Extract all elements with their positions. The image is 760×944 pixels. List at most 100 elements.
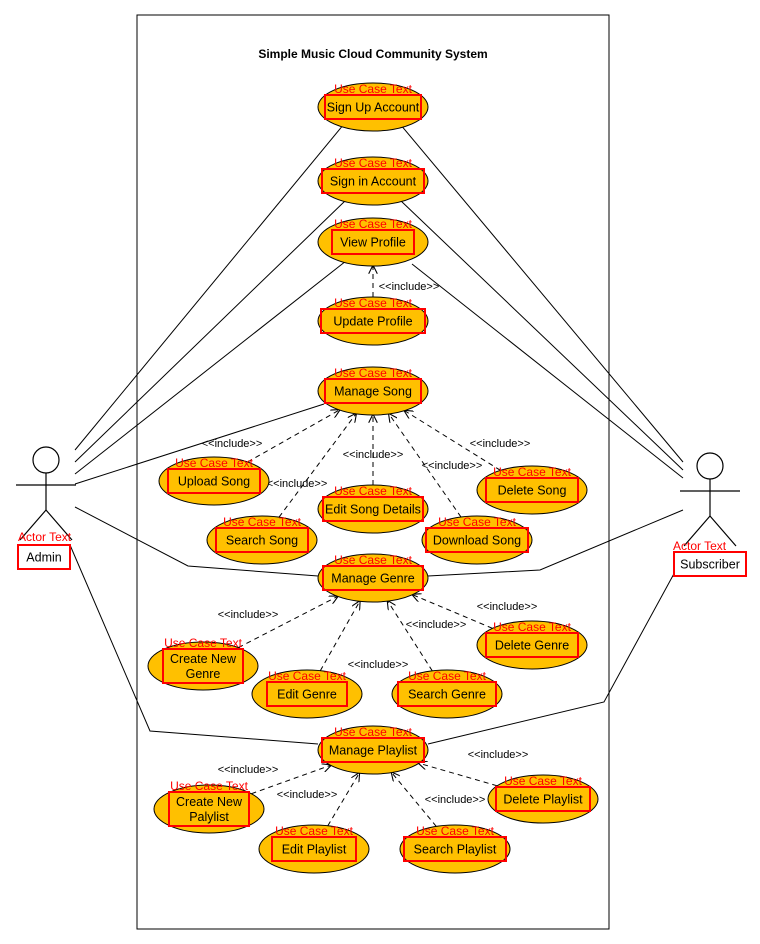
use-case-label: Sign Up Account — [327, 101, 420, 115]
include-label-uploadsong: <<include>> — [202, 438, 263, 450]
use-case-highlight-box — [168, 791, 250, 827]
actor-name-box — [673, 551, 747, 577]
use-case-tag: Use Case Text — [408, 669, 486, 683]
use-case-tag: Use Case Text — [170, 779, 248, 793]
include-label-deletesong: <<include>> — [470, 438, 531, 450]
include-arrow-creategenre — [238, 596, 337, 649]
actor-name: Admin — [26, 551, 61, 565]
include-label-searchplaylist: <<include>> — [425, 794, 486, 806]
include-label-searchsong: <<include>> — [267, 478, 328, 490]
use-case-highlight-box — [162, 648, 244, 684]
use-case-highlight-box — [331, 229, 415, 255]
use-case-label: Upload Song — [178, 475, 250, 489]
use-case-tag: Use Case Text — [268, 669, 346, 683]
use-case-tag: Use Case Text — [334, 484, 412, 498]
association-line-subscriber-managegenre — [427, 509, 684, 577]
association-line-subscriber-signin — [399, 199, 684, 471]
use-case-label: Manage Playlist — [329, 744, 418, 758]
association-line-admin-viewprofile — [74, 260, 347, 475]
association-line-subscriber-signup — [399, 123, 684, 463]
actor-head — [32, 446, 60, 474]
use-case-highlight-box — [167, 468, 261, 494]
use-case-highlight-box — [485, 632, 579, 658]
include-arrow-searchsong — [278, 414, 356, 518]
include-label-creategenre: <<include>> — [218, 609, 279, 621]
use-case-tag: Use Case Text — [334, 82, 412, 96]
include-label-downloadsong: <<include>> — [422, 460, 483, 472]
include-arrow-searchplaylist — [392, 773, 437, 827]
use-case-label: Search Playlist — [414, 843, 497, 857]
use-case-label: Genre — [186, 667, 221, 681]
association-line-admin-signin — [74, 199, 347, 463]
use-case-tag: Use Case Text — [334, 296, 412, 310]
use-case-label: Manage Genre — [331, 572, 414, 586]
use-case-label: Create New — [170, 652, 237, 666]
use-case-ellipse — [153, 784, 265, 834]
include-label-editsong: <<include>> — [343, 449, 404, 461]
use-case-label: Create New — [176, 795, 243, 809]
association-line-subscriber-viewprofile — [411, 263, 684, 479]
include-label-editplaylist: <<include>> — [277, 789, 338, 801]
include-label-createplaylist: <<include>> — [218, 764, 279, 776]
include-arrow-downloadsong — [389, 414, 462, 518]
use-case-tag: Use Case Text — [504, 774, 582, 788]
use-case-highlight-box — [324, 378, 422, 404]
include-arrow-editgenre — [319, 601, 359, 671]
include-relationships: <<include>> <<include>> <<include>> <<inclu… — [202, 266, 537, 827]
use-case-tag: Use Case Text — [175, 456, 253, 470]
use-case-label: Search Genre — [408, 688, 486, 702]
use-case-highlight-box — [322, 496, 424, 522]
use-case-tag: Use Case Text — [164, 636, 242, 650]
include-arrow-searchgenre — [388, 601, 433, 672]
use-case-highlight-box — [425, 527, 529, 553]
use-case-tag: Use Case Text — [416, 824, 494, 838]
association-line-admin-manageplaylist — [69, 544, 319, 745]
include-arrow-deletesong — [405, 411, 501, 471]
use-case-highlight-box — [403, 836, 507, 862]
actor-name-box — [17, 544, 71, 570]
use-case-highlight-box — [324, 94, 422, 120]
use-case-label: Download Song — [433, 534, 521, 548]
include-label-updateprofile: <<include>> — [379, 281, 440, 293]
actor-legs — [19, 509, 73, 541]
use-case-highlight-box — [271, 836, 357, 862]
use-case-label: Edit Playlist — [282, 843, 347, 857]
use-case-label: Sign in Account — [330, 175, 417, 189]
use-case-label: Edit Song Details — [325, 503, 421, 517]
use-case-label: Delete Playlist — [503, 793, 583, 807]
use-case-tag: Use Case Text — [223, 515, 301, 529]
association-lines — [69, 123, 684, 745]
use-case-tag: Use Case Text — [334, 553, 412, 567]
use-case-label: Palylist — [189, 810, 229, 824]
association-line-subscriber-manageplaylist — [427, 569, 677, 745]
use-case-tag: Use Case Text — [438, 515, 516, 529]
use-case-highlight-box — [266, 681, 348, 707]
use-case-label: Update Profile — [333, 315, 412, 329]
include-arrow-editplaylist — [327, 773, 359, 827]
system-boundary — [136, 14, 610, 930]
